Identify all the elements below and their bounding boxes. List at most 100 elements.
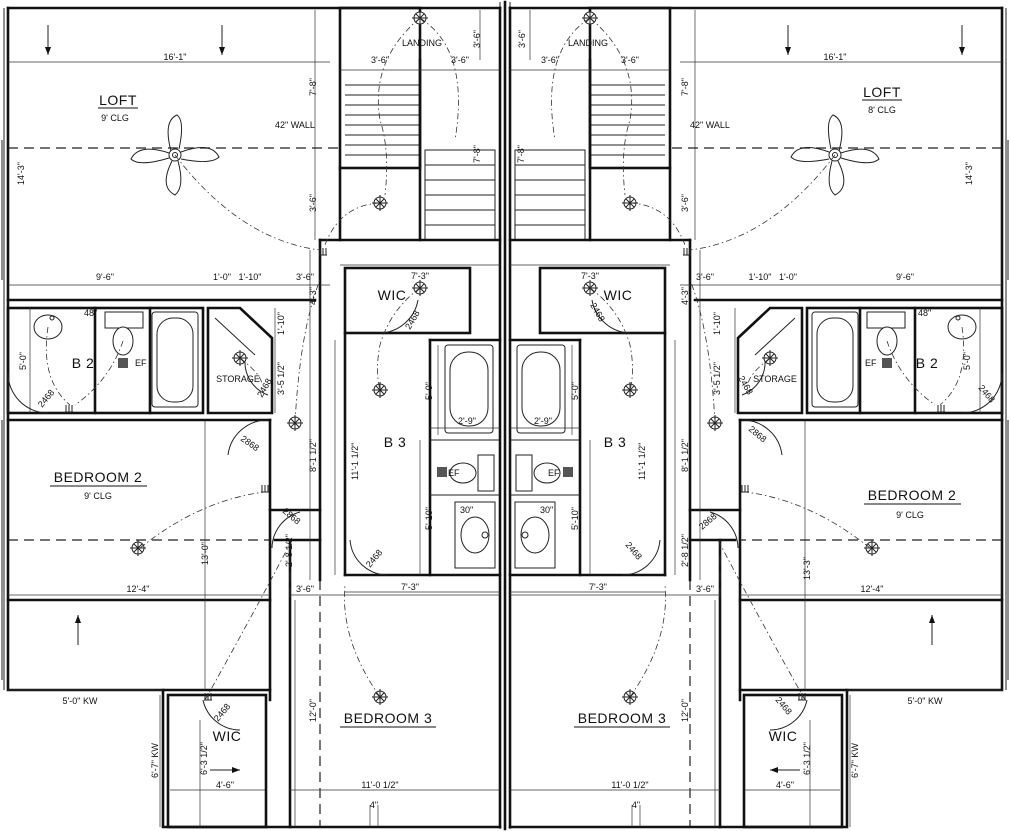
dim-bedroom3-width: 11'-0 1/2" <box>361 780 398 790</box>
dim-row-b: 1'-0" <box>213 272 231 282</box>
note-wall: 42" WALL <box>690 120 730 130</box>
dim-bedroom2-width: 12'-4" <box>861 584 884 594</box>
dim-wic-lower-v: 6'-3 1/2" <box>802 742 812 775</box>
dim-bath3-width: 2'-9" <box>534 416 552 426</box>
dim-wic-width: 7'-3" <box>581 271 599 281</box>
note-wall: 42" WALL <box>275 120 315 130</box>
dim-loft-width: 16'-1" <box>164 52 187 62</box>
room-label-wic-lower: WIC <box>213 728 242 744</box>
dim-wic-lower-width: 4'-6" <box>216 780 234 790</box>
dim-hall-v: 4'-3" <box>680 287 690 305</box>
note-ef-bath2: EF <box>135 358 147 368</box>
dim-stair-top: 3'-6" <box>517 30 527 48</box>
note-ef-bath3: EF <box>448 468 460 478</box>
dim-bedroom2-width: 12'-4" <box>127 584 150 594</box>
room-label-landing: LANDING <box>402 38 442 48</box>
dim-stair-run-2: 7'-8" <box>516 145 526 163</box>
dim-bedroom2-depth: 13'-0" <box>200 542 210 565</box>
ceiling-height-bedroom2: 9' CLG <box>896 510 924 520</box>
dim-hall-length: 8'-1 1/2" <box>308 439 318 472</box>
room-label-storage: STORAGE <box>753 374 797 384</box>
dim-hall-v: 4'-3" <box>308 287 318 305</box>
room-label-bath3: B 3 <box>604 434 627 450</box>
dim-stair-left: 3'-6" <box>541 55 559 65</box>
dim-stair-run: 7'-8" <box>308 78 318 96</box>
door-bedroom2: 2868 <box>239 433 261 453</box>
ceiling-height-loft: 9' CLG <box>101 113 129 123</box>
dim-hall-v3: 2'-8 1/2" <box>680 534 690 567</box>
dim-hall-v3: 2'-8 1/2" <box>284 534 294 567</box>
dim-bath3-length: 11'-1 1/2" <box>350 443 360 480</box>
dim-kw-vertical: 6'-7" KW <box>150 743 160 778</box>
dim-bath2-depth: 5'-0" <box>18 352 28 370</box>
room-label-bedroom2: BEDROOM 2 <box>868 487 957 503</box>
dim-row-d: 3'-6" <box>296 272 314 282</box>
note-ef-bath3: EF <box>548 468 560 478</box>
note-lav-size: 30" <box>460 505 473 515</box>
dim-centerline: 4" <box>370 800 378 810</box>
dim-bedroom3-width: 11'-0 1/2" <box>611 780 648 790</box>
dim-kw-vertical: 6'-7" KW <box>850 743 860 778</box>
door-wic-lower: 2468 <box>212 702 233 724</box>
dim-row-a: 9'-6" <box>896 272 914 282</box>
dim-kw-horizontal: 5'-0" KW <box>908 696 943 706</box>
room-label-bath2: B 2 <box>916 355 939 371</box>
note-lav-size: 30" <box>540 505 553 515</box>
door-wic: 2468 <box>403 309 422 331</box>
dim-stair-run-2: 7'-8" <box>472 145 482 163</box>
room-label-wic-upper: WIC <box>378 287 407 303</box>
dim-bedroom2-hall: 3'-6" <box>696 584 714 594</box>
room-label-landing: LANDING <box>568 38 608 48</box>
door-wic-lower: 2468 <box>773 695 794 717</box>
dim-bedroom2-depth: 13'-3" <box>802 557 812 580</box>
dim-bath3-span: 7'-3" <box>589 582 607 592</box>
dim-bath3-v: 5'-10" <box>424 507 434 530</box>
dim-row-d: 3'-6" <box>696 272 714 282</box>
dim-bath2-depth: 5'-0" <box>962 352 972 370</box>
room-label-bedroom3: BEDROOM 3 <box>344 710 433 726</box>
door-bath3: 2468 <box>364 548 385 570</box>
dim-kw-horizontal: 5'-0" KW <box>63 696 98 706</box>
room-label-bedroom2: BEDROOM 2 <box>54 469 143 485</box>
dim-stair-run: 7'-8" <box>680 78 690 96</box>
dim-hall-length: 8'-1 1/2" <box>680 439 690 472</box>
dim-row-a: 9'-6" <box>96 272 114 282</box>
left-unit-labels: LOFT 9' CLG LANDING 42" WALL WIC B 2 STO… <box>16 30 482 810</box>
note-ef-bath2: EF <box>865 358 877 368</box>
room-label-bath3: B 3 <box>384 434 407 450</box>
door-bath2: 2468 <box>36 388 57 410</box>
door-bath2: 2468 <box>976 383 997 405</box>
dim-storage-v: 1'-10" <box>276 312 286 335</box>
room-label-loft: LOFT <box>863 84 901 100</box>
room-label-bedroom3: BEDROOM 3 <box>578 710 667 726</box>
ceiling-height-bedroom2: 9' CLG <box>84 491 112 501</box>
dim-stair-right: 3'-6" <box>451 55 469 65</box>
dim-loft-width: 16'-1" <box>824 52 847 62</box>
dim-bath3-v: 5'-10" <box>570 507 580 530</box>
room-label-wic-lower: WIC <box>769 728 798 744</box>
dim-centerline: 4" <box>632 800 640 810</box>
dim-storage-v2: 3'-5 1/2" <box>276 362 286 395</box>
dim-bath3-width: 2'-9" <box>458 416 476 426</box>
room-label-loft: LOFT <box>99 92 137 108</box>
dim-stair-side: 3'-6" <box>680 194 690 212</box>
dim-wic-lower-v: 6'-3 1/2" <box>199 742 209 775</box>
note-tub-size: 48" <box>84 308 97 318</box>
dim-stair-top: 3'-6" <box>472 30 482 48</box>
dim-row-b: 1'-0" <box>779 272 797 282</box>
dim-row-c: 1'-10" <box>749 272 772 282</box>
dim-bath3-span: 7'-3" <box>401 582 419 592</box>
dim-bath3-tub: 5'-0" <box>570 382 580 400</box>
dim-loft-depth: 14'-3" <box>16 162 26 185</box>
dim-bedroom2-hall: 3'-6" <box>296 584 314 594</box>
door-wic: 2468 <box>588 301 607 323</box>
dim-bedroom3-depth: 12'-0" <box>308 699 318 722</box>
dim-stair-left: 3'-6" <box>371 55 389 65</box>
dim-storage-v2: 3'-5 1/2" <box>712 362 722 395</box>
note-tub-size: 48" <box>918 308 931 318</box>
room-label-wic-upper: WIC <box>604 287 633 303</box>
dim-stair-side: 3'-6" <box>308 194 318 212</box>
room-label-storage: STORAGE <box>216 374 260 384</box>
dim-loft-depth: 14'-3" <box>964 162 974 185</box>
